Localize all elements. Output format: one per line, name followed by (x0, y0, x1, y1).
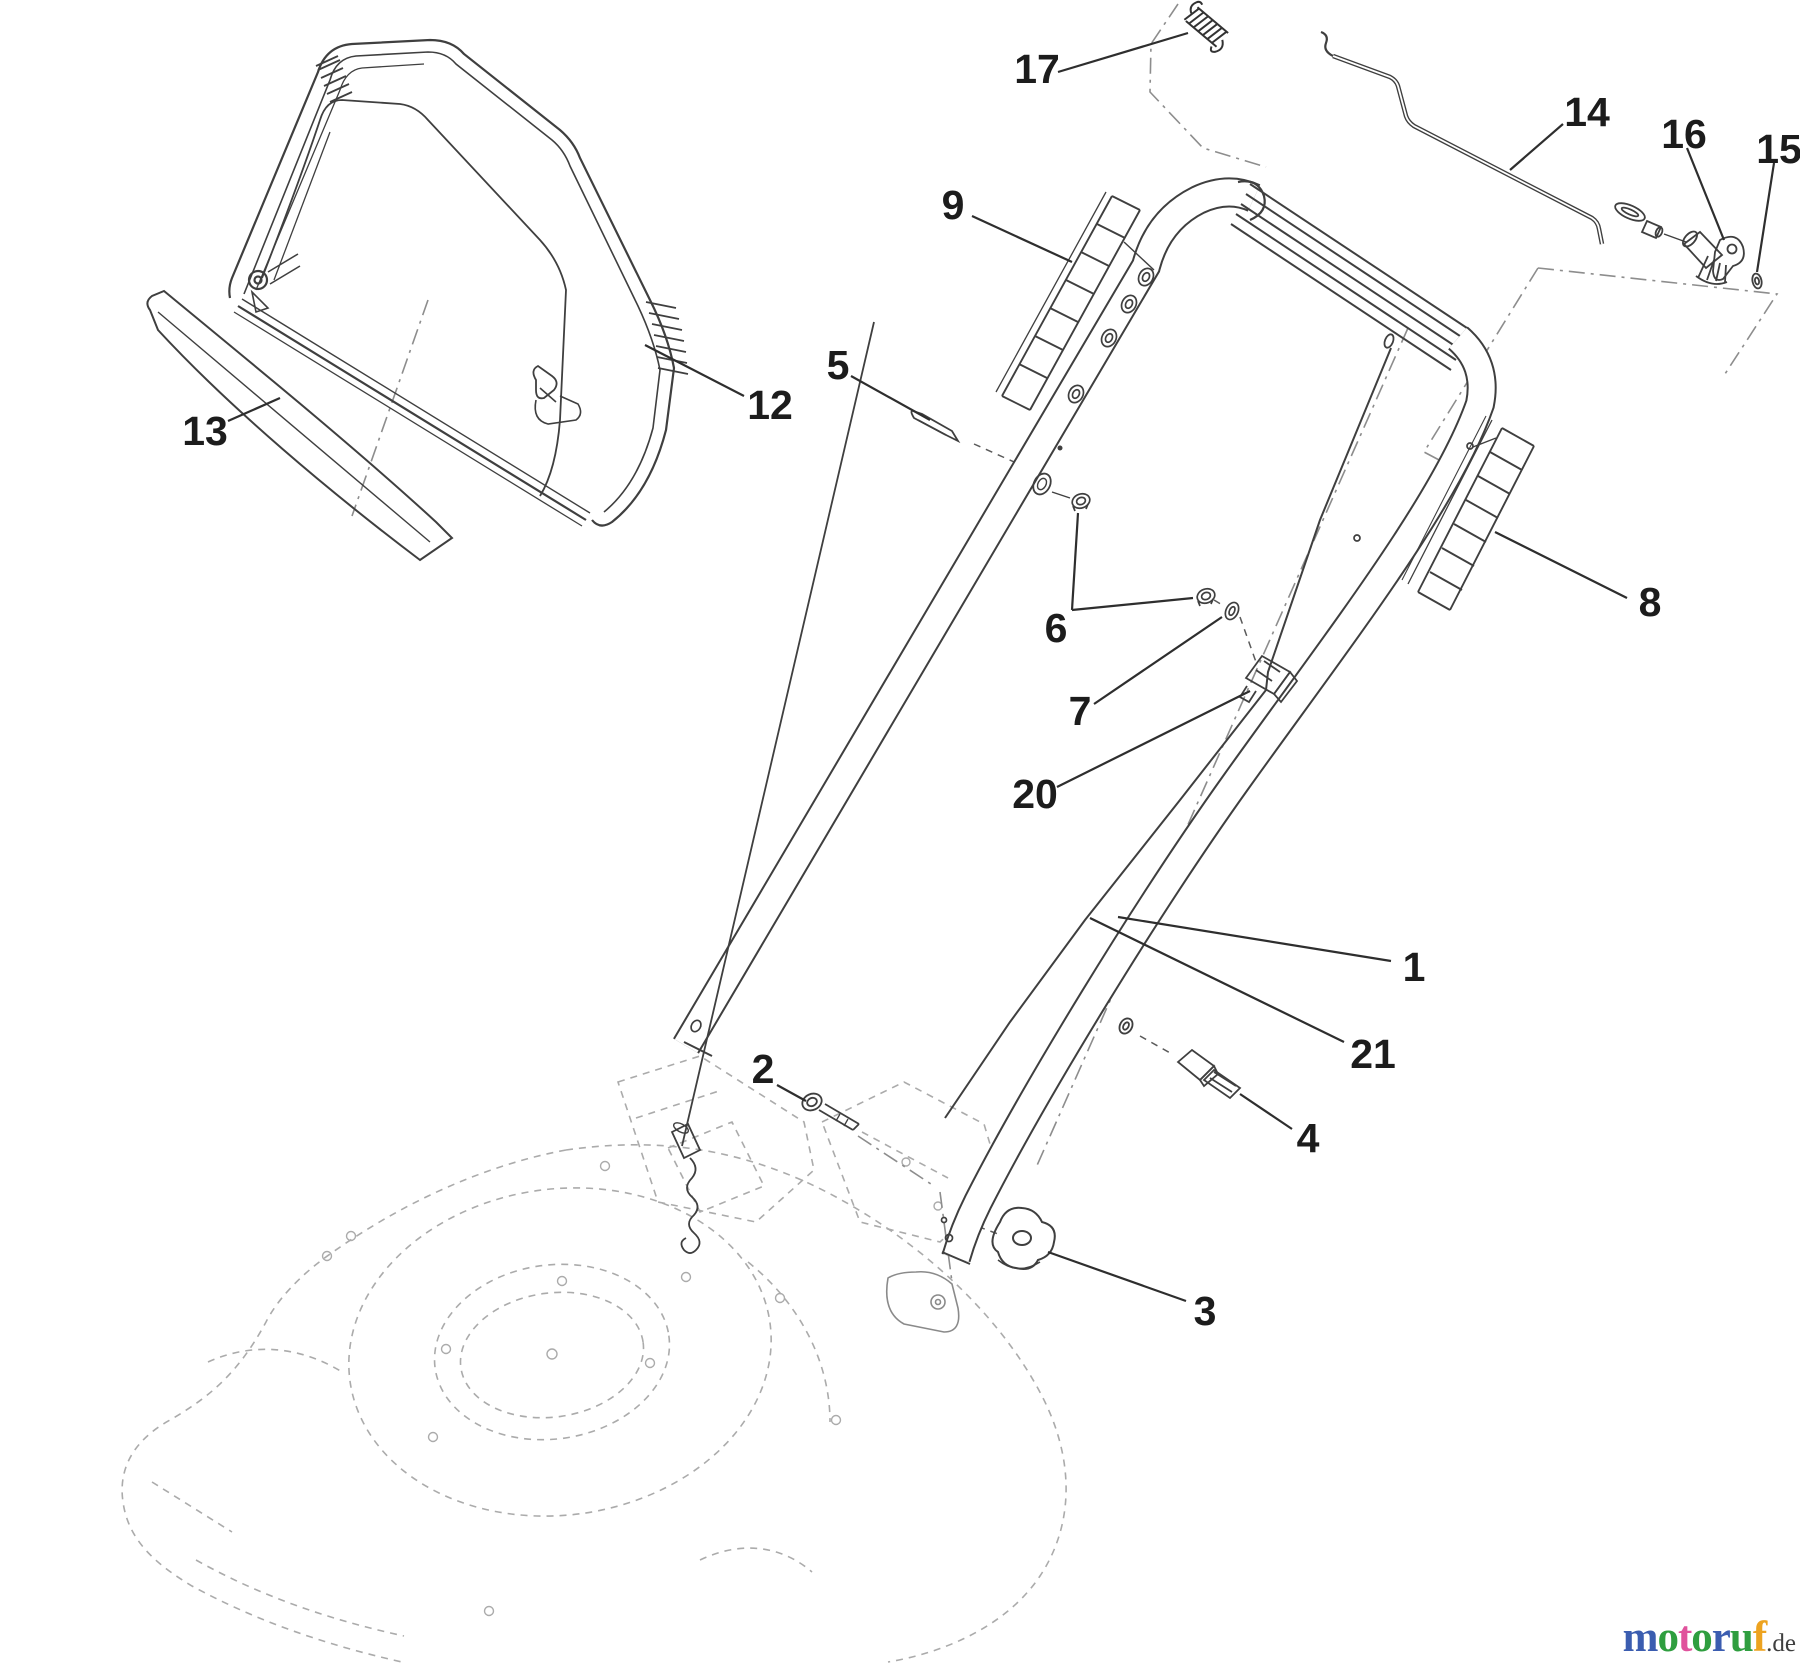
deck-handle-mount-bracket (885, 1270, 960, 1333)
watermark-letter: f (1752, 1614, 1767, 1661)
plug-part5 (910, 409, 961, 444)
callout-1-leader (1117, 915, 1392, 963)
brake-rod-assembly (1320, 30, 1763, 290)
callout-17-leader (1057, 31, 1189, 74)
callout-12-leader (644, 344, 745, 397)
callout-15-label: 15 (1756, 126, 1800, 172)
bail-spring-ribs-right (645, 301, 689, 375)
watermark-letter: o (1691, 1614, 1712, 1661)
nut-6b (1196, 587, 1216, 607)
bolt-2 (801, 1092, 860, 1131)
callout-4-label: 4 (1297, 1115, 1320, 1161)
callout-16-label: 16 (1661, 111, 1707, 157)
callout-21-label: 21 (1350, 1031, 1396, 1077)
callout-17-label: 17 (1014, 46, 1060, 92)
upper-handle-assembly (228, 38, 689, 527)
callout-9-label: 9 (942, 182, 965, 228)
phantom-lines (351, 3, 1779, 1283)
watermark-letter: m (1622, 1614, 1659, 1661)
mower-deck-holes (321, 1157, 943, 1617)
handle-cover-strip (146, 289, 454, 562)
tube-grommets (690, 267, 1474, 1243)
callout-13-leader (227, 396, 281, 423)
callout-6-leader-1 (1071, 596, 1194, 612)
lower-handle-frame (673, 177, 1497, 1265)
callout-6-leader (1070, 512, 1080, 611)
callout-7-label: 7 (1069, 688, 1092, 734)
callout-21-leader (1089, 917, 1345, 1043)
callout-8-leader (1494, 531, 1628, 599)
callout-2-label: 2 (752, 1046, 775, 1092)
nut-6a (1071, 492, 1091, 512)
callout-12-label: 12 (747, 382, 793, 428)
callout-5-label: 5 (827, 342, 850, 388)
callout-20-leader (1056, 690, 1251, 788)
watermark-letter: t (1677, 1614, 1692, 1661)
grip-panel-right (1401, 415, 1535, 611)
callout-9-leader (971, 215, 1073, 263)
callout-20-label: 20 (1012, 771, 1058, 817)
control-cables (670, 321, 1395, 1254)
callout-4-leader (1239, 1093, 1293, 1130)
callout-1-label: 1 (1403, 944, 1426, 990)
connector-4 (1118, 1017, 1242, 1100)
callout-3-leader (1047, 1250, 1187, 1303)
extension-spring (1183, 0, 1229, 53)
callout-7-leader (1093, 616, 1223, 705)
callout-6-label: 6 (1045, 605, 1068, 651)
callout-8-label: 8 (1639, 579, 1662, 625)
washer-7 (1224, 601, 1240, 621)
callout-14-leader (1509, 123, 1564, 171)
bail-spring-ribs-top (315, 55, 353, 103)
watermark-logo: motoruf.de (1623, 1616, 1796, 1659)
star-knob-3 (991, 1206, 1056, 1270)
watermark-suffix: .de (1766, 1630, 1796, 1657)
callout-13-label: 13 (182, 408, 228, 454)
watermark-letter: r (1711, 1614, 1731, 1661)
cable-clamp-20 (1238, 654, 1299, 704)
small-parts (801, 409, 1299, 1270)
callout-15-leader (1755, 162, 1776, 273)
callout-14-label: 14 (1564, 89, 1610, 135)
watermark-letter: o (1657, 1614, 1678, 1661)
grip-bar-lines (1230, 183, 1471, 371)
callout-3-label: 3 (1194, 1288, 1217, 1334)
grip-panel-left (995, 191, 1141, 411)
watermark-letter: u (1729, 1614, 1754, 1661)
callout-2-leader (776, 1084, 807, 1102)
callout-16-leader (1685, 147, 1726, 241)
callout-5-leader (850, 375, 931, 421)
mower-deck-outline (121, 1055, 1067, 1663)
